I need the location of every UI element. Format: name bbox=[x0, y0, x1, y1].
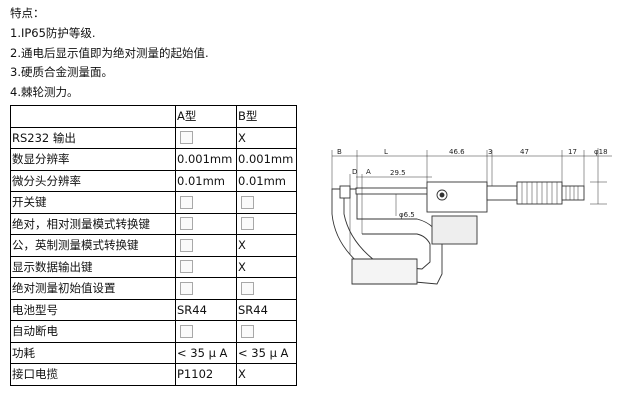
feature-item-4: 4.棘轮测力。 bbox=[10, 85, 79, 100]
spec-cell-type-a bbox=[175, 191, 237, 214]
checkbox-icon bbox=[180, 324, 193, 338]
spec-row-label: 自动断电 bbox=[10, 320, 176, 343]
header-cell-type-a: A型 bbox=[175, 105, 237, 128]
grip-plate bbox=[351, 258, 418, 285]
spec-cell-type-b bbox=[236, 320, 297, 343]
spec-row: 绝对，相对测量模式转换键 bbox=[10, 212, 297, 235]
dim-label-phi-6-5: φ6.5 bbox=[399, 211, 415, 219]
checkbox-icon bbox=[241, 324, 254, 338]
header-cell-type-b: B型 bbox=[236, 105, 297, 128]
spec-row: 公，英制测量模式转换键 X bbox=[10, 234, 297, 257]
spec-cell-type-b: X bbox=[236, 363, 297, 386]
spec-cell-type-b bbox=[236, 277, 297, 300]
display-body bbox=[426, 181, 488, 213]
checkbox-icon bbox=[180, 131, 193, 145]
spec-header-row: A型 B型 bbox=[10, 105, 297, 128]
spec-row-label: 微分头分辨率 bbox=[10, 169, 176, 192]
spec-row: 功耗< 35 μ A< 35 μ A bbox=[10, 341, 297, 364]
feature-item-1: 1.IP65防护等级. bbox=[10, 25, 96, 40]
dim-label-29-5: 29.5 bbox=[390, 169, 406, 177]
dim-label-a: A bbox=[366, 168, 371, 176]
spec-row-label: 显示数据输出键 bbox=[10, 255, 176, 278]
spec-row: 绝对测量初始值设置 bbox=[10, 277, 297, 300]
spec-row-label: 电池型号 bbox=[10, 298, 176, 321]
spec-cell-type-b: X bbox=[236, 255, 297, 278]
checkbox-icon bbox=[180, 281, 193, 295]
spec-row: 开关键 bbox=[10, 191, 297, 214]
spec-cell-type-a bbox=[175, 255, 237, 278]
spec-cell-type-a bbox=[175, 126, 237, 149]
spec-row-label: 绝对，相对测量模式转换键 bbox=[10, 212, 176, 235]
spec-cell-type-a: 0.001mm bbox=[175, 148, 237, 171]
spindle bbox=[355, 187, 432, 195]
spec-row: 显示数据输出键 X bbox=[10, 255, 297, 278]
spec-cell-type-a bbox=[175, 277, 237, 300]
checkbox-icon bbox=[241, 195, 254, 209]
frame-inner bbox=[343, 194, 431, 270]
spec-cell-type-a: SR44 bbox=[175, 298, 237, 321]
spec-row-label: 功耗 bbox=[10, 341, 176, 364]
dim-label-3: 3 bbox=[488, 148, 492, 156]
thimble bbox=[516, 181, 563, 205]
frame-outline bbox=[331, 188, 443, 285]
spec-cell-type-a bbox=[175, 212, 237, 235]
header-cell-label bbox=[10, 105, 176, 128]
spec-row-label: 数显分辨率 bbox=[10, 148, 176, 171]
lcd-window bbox=[431, 215, 478, 245]
checkbox-icon bbox=[180, 217, 193, 231]
spec-row-label: 绝对测量初始值设置 bbox=[10, 277, 176, 300]
dim-label-phi-18: φ18 bbox=[594, 148, 608, 156]
feature-item-2: 2.通电后显示值即为绝对测量的起始值. bbox=[10, 45, 209, 60]
checkbox-icon bbox=[180, 238, 193, 252]
spec-row: RS232 输出 X bbox=[10, 126, 297, 149]
spec-row-label: 公，英制测量模式转换键 bbox=[10, 234, 176, 257]
spec-cell-type-b: 0.001mm bbox=[236, 148, 297, 171]
spec-cell-type-b: 0.01mm bbox=[236, 169, 297, 192]
spec-cell-type-a: 0.01mm bbox=[175, 169, 237, 192]
spec-cell-type-b: X bbox=[236, 234, 297, 257]
spec-cell-type-a: < 35 μ A bbox=[175, 341, 237, 364]
dim-label-47: 47 bbox=[520, 148, 529, 156]
dim-label-b: B bbox=[337, 148, 342, 156]
ratchet bbox=[561, 185, 585, 201]
spec-cell-type-b bbox=[236, 212, 297, 235]
dim-label-17: 17 bbox=[568, 148, 577, 156]
spec-cell-type-a: P1102 bbox=[175, 363, 237, 386]
spec-cell-type-a bbox=[175, 234, 237, 257]
spec-row-label: RS232 输出 bbox=[10, 126, 176, 149]
spec-row-label: 接口电揽 bbox=[10, 363, 176, 386]
dim-label-l: L bbox=[384, 148, 388, 156]
checkbox-icon bbox=[180, 260, 193, 274]
spec-cell-type-a bbox=[175, 320, 237, 343]
spec-cell-type-b bbox=[236, 191, 297, 214]
spec-row-label: 开关键 bbox=[10, 191, 176, 214]
spec-cell-type-b: SR44 bbox=[236, 298, 297, 321]
spec-cell-type-b: X bbox=[236, 126, 297, 149]
features-list: 特点： 1.IP65防护等级. 2.通电后显示值即为绝对测量的起始值. 3.硬质… bbox=[10, 4, 209, 103]
checkbox-icon bbox=[241, 281, 254, 295]
anvil bbox=[339, 185, 351, 199]
dim-label-d: D bbox=[352, 168, 357, 176]
checkbox-icon bbox=[241, 217, 254, 231]
spec-cell-type-b: < 35 μ A bbox=[236, 341, 297, 364]
sleeve bbox=[486, 185, 518, 201]
features-title: 特点： bbox=[10, 6, 45, 20]
feature-item-3: 3.硬质合金测量面。 bbox=[10, 65, 113, 80]
checkbox-icon bbox=[180, 195, 193, 209]
micrometer-drawing: B L 46.6 3 47 17 φ18 D A 29.5 φ6.5 bbox=[331, 148, 612, 285]
spec-row: 自动断电 bbox=[10, 320, 297, 343]
dim-label-46-6: 46.6 bbox=[449, 148, 465, 156]
